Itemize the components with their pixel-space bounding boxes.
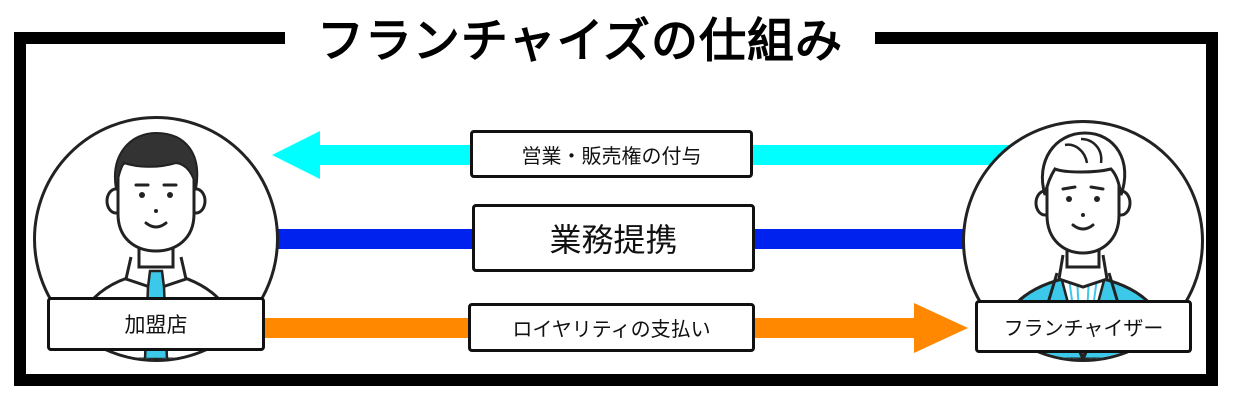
flow-label-text: 業務提携 (549, 221, 678, 259)
party-label-text: フランチャイザー (1003, 316, 1164, 340)
flow-label-sales-rights: 営業・販売権の付与 (470, 130, 753, 178)
franchisee-label: 加盟店 (47, 297, 265, 351)
party-label-text: 加盟店 (124, 313, 188, 337)
title-gap (285, 26, 875, 50)
flow-label-business-alliance: 業務提携 (472, 204, 755, 272)
diagram-title: フランチャイズの仕組み (316, 14, 844, 69)
franchisor-label: フランチャイザー (975, 300, 1192, 353)
flow-label-text: ロイヤリティの支払い (512, 317, 711, 341)
flow-label-text: 営業・販売権の付与 (521, 143, 702, 168)
flow-label-royalty-payment: ロイヤリティの支払い (468, 303, 755, 352)
